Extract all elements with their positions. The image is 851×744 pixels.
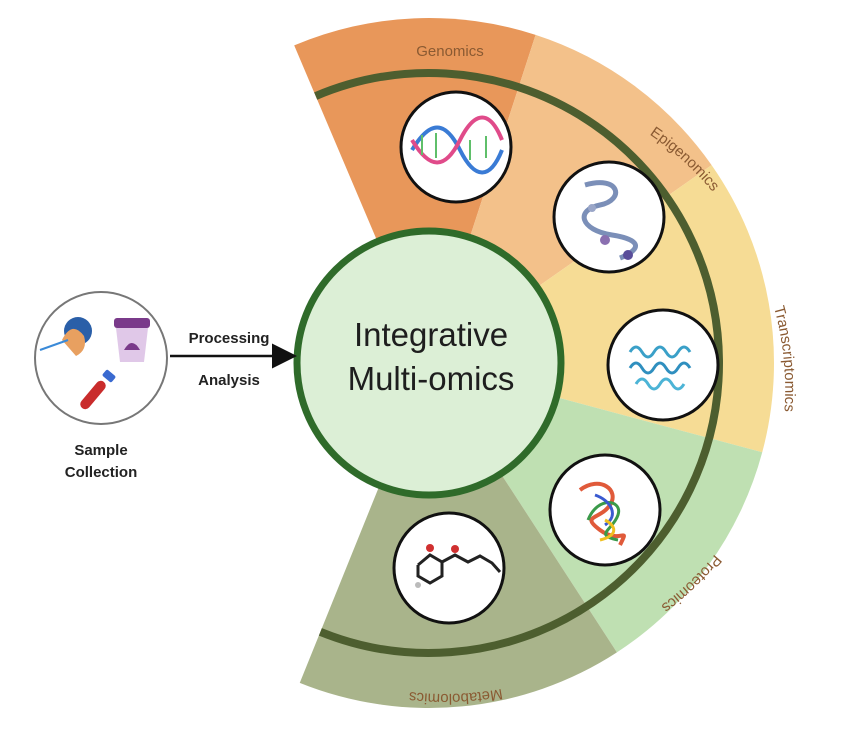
center-title-line-2: Multi-omics [348, 360, 515, 397]
blood-tube-icon [80, 369, 116, 410]
sample-label-line-2: Collection [65, 464, 138, 481]
center-circle: Integrative Multi-omics [293, 227, 565, 499]
nasal-swab-icon [39, 317, 92, 356]
segment-label-genomics: Genomics [416, 43, 484, 60]
dna-helix-icon [399, 90, 513, 204]
segment-label-transcriptomics: Transcriptomics [770, 304, 798, 412]
sample-label-line-1: Sample [74, 442, 127, 459]
center-title-line-1: Integrative [354, 316, 508, 353]
chromatin-icon [552, 160, 666, 274]
arrow-label-analysis: Analysis [198, 372, 260, 389]
molecule-icon [392, 511, 506, 625]
arrow-label-processing: Processing [189, 330, 270, 347]
stool-container-icon [114, 318, 150, 362]
protein-structure-icon [548, 453, 662, 567]
rna-strands-icon [606, 308, 720, 422]
sample-collection: Sample Collection [34, 291, 168, 481]
segment-label-metabolomics: Metabolomics [408, 685, 504, 707]
process-arrow: Processing Analysis [170, 330, 297, 389]
